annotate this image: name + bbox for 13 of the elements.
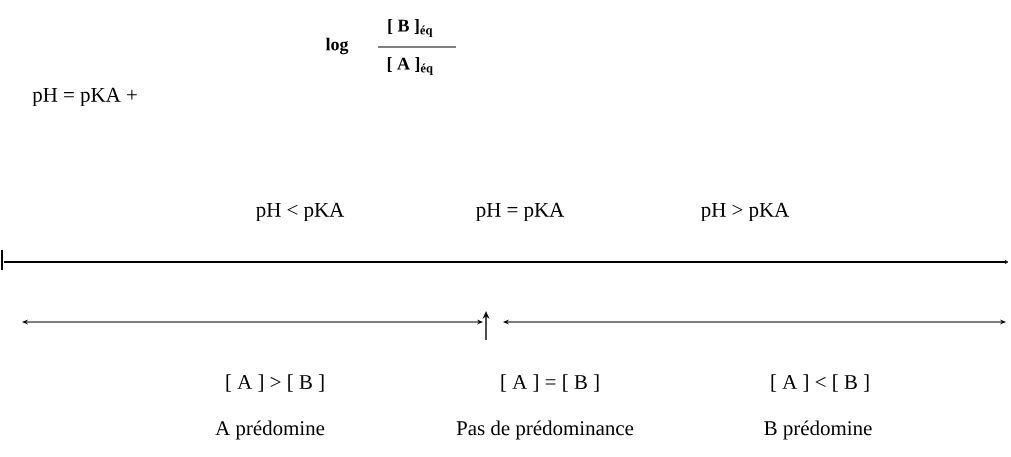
- formula-text: pH = pKA +: [32, 87, 137, 107]
- concentration-label: [ A ] = [ B ]: [501, 374, 599, 392]
- region-label: pH > pKA: [701, 202, 790, 222]
- region-label: pH < pKA: [256, 202, 345, 222]
- predominance-label: B prédomine: [764, 420, 872, 440]
- region-label: pH = pKA: [476, 202, 565, 222]
- concentration-label: [ A ] > [ B ]: [226, 374, 324, 392]
- concentration-label: [ A ] < [ B ]: [771, 374, 869, 392]
- formula-text: log: [325, 37, 349, 55]
- numerator-text: [ B ]$_{éq}$: [388, 19, 433, 37]
- denominator-text: [ A ]$_{éq}$: [387, 57, 433, 75]
- predominance-label: A prédomine: [215, 420, 325, 440]
- predominance-label: Pas de prédominance: [456, 420, 634, 440]
